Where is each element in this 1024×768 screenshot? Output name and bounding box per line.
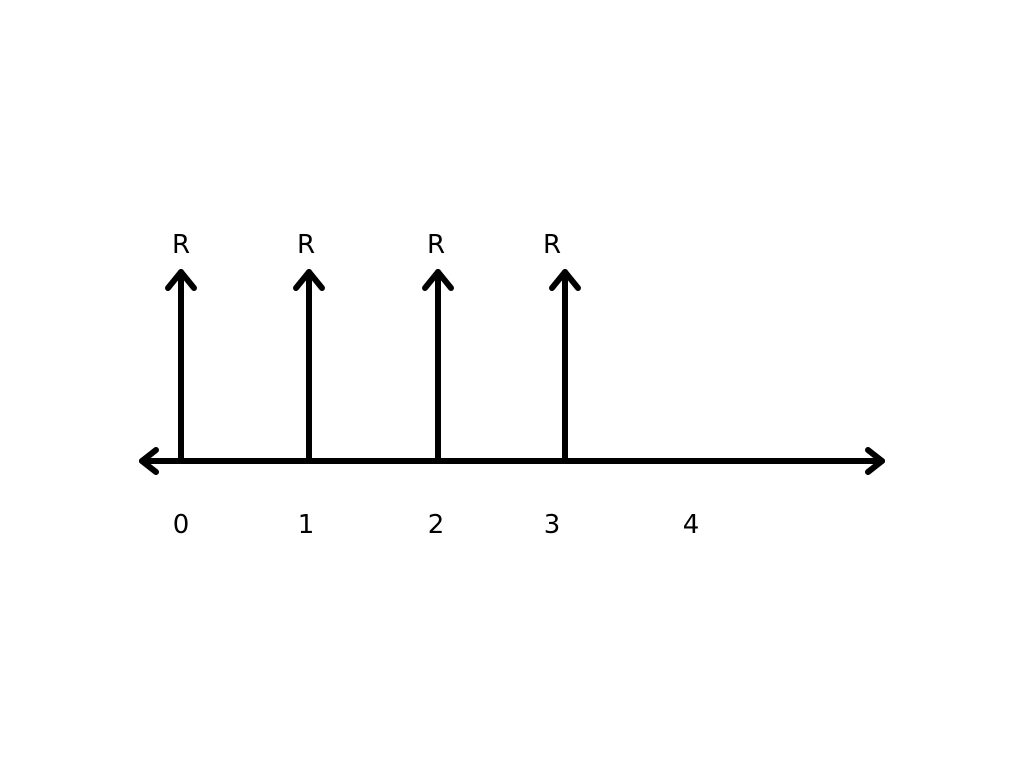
- period-label-1: 1: [298, 510, 315, 540]
- payment-label-1: R: [297, 230, 315, 260]
- timeline-left-arrowhead: [139, 447, 159, 475]
- period-labels: 0 1 2 3 4: [173, 510, 700, 540]
- payment-arrow-2: [422, 269, 454, 464]
- period-label-3: 3: [544, 510, 561, 540]
- payment-label-3: R: [543, 230, 561, 260]
- period-label-4: 4: [683, 510, 700, 540]
- period-label-0: 0: [173, 510, 190, 540]
- timeline-axis: [139, 447, 885, 475]
- payment-arrows: [165, 269, 581, 464]
- payment-arrow-0: [165, 269, 197, 464]
- period-label-2: 2: [428, 510, 445, 540]
- timeline-right-arrowhead: [865, 447, 885, 475]
- payment-arrow-1: [293, 269, 325, 464]
- payment-labels: R R R R: [172, 230, 561, 260]
- payment-label-2: R: [427, 230, 445, 260]
- payment-arrow-3: [549, 269, 581, 464]
- payment-label-0: R: [172, 230, 190, 260]
